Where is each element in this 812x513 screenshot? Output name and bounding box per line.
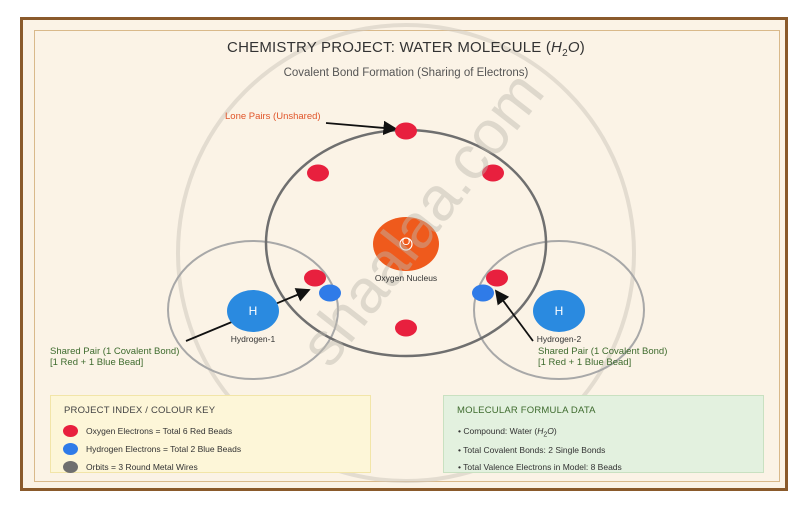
oxygen-symbol-ring [399, 237, 413, 251]
shared-pair-left-line1: Shared Pair (1 Covalent Bond) [50, 346, 180, 357]
hydrogen2-orbit [473, 240, 645, 380]
hydrogen2-nucleus [533, 290, 585, 332]
shared-pair-right-label: Shared Pair (1 Covalent Bond) [1 Red + 1… [538, 346, 667, 368]
key-text-orbits: Orbits = 3 Round Metal Wires [86, 462, 198, 472]
compound-row: • Compound: Water (H2O) [458, 426, 557, 439]
blue-bead-icon [63, 443, 78, 455]
shared-pair-left-label: Shared Pair (1 Covalent Bond) [1 Red + 1… [50, 346, 179, 368]
compound-prefix: • Compound: Water ( [458, 426, 538, 436]
title-formula-o: O [567, 39, 580, 56]
title-suffix: ) [579, 39, 585, 56]
key-text-hydrogen: Hydrogen Electrons = Total 2 Blue Beads [86, 444, 242, 454]
shared-pair-right-arrow [494, 289, 534, 342]
red-bead-icon [63, 425, 78, 437]
formula-data-panel: MOLECULAR FORMULA DATA • Compound: Water… [443, 395, 764, 473]
compound-h: H [537, 426, 544, 436]
hydrogen1-electron [319, 284, 341, 302]
hydrogen2-symbol: H [554, 304, 564, 318]
colour-key-title: PROJECT INDEX / COLOUR KEY [64, 405, 216, 416]
lone-pairs-label: Lone Pairs (Unshared) [225, 111, 321, 122]
key-row-orbits: Orbits = 3 Round Metal Wires [63, 460, 198, 474]
key-text-oxygen: Oxygen Electrons = Total 6 Red Beads [86, 426, 233, 436]
valence-row: • Total Valence Electrons in Model: 8 Be… [458, 462, 622, 472]
title-prefix: CHEMISTRY PROJECT: WATER MOLECULE ( [227, 39, 552, 56]
watermark-ring [176, 23, 636, 483]
formula-data-title: MOLECULAR FORMULA DATA [457, 405, 596, 416]
page-subtitle: Covalent Bond Formation (Sharing of Elec… [283, 67, 529, 79]
shared-pair-right-line1: Shared Pair (1 Covalent Bond) [538, 346, 668, 357]
grey-wire-icon [63, 461, 78, 473]
compound-o: O [547, 426, 554, 436]
oxygen-nucleus [373, 217, 439, 271]
key-row-oxygen: Oxygen Electrons = Total 6 Red Beads [63, 424, 232, 438]
page-title: CHEMISTRY PROJECT: WATER MOLECULE (H2O) [0, 39, 812, 59]
oxygen-nucleus-label: Oxygen Nucleus [374, 273, 438, 283]
watermark-text: shaalaa.com [287, 59, 558, 379]
oxygen-electron-bond-left [304, 269, 326, 287]
oxygen-electron-bond-right [486, 269, 508, 287]
oxygen-symbol: O [401, 236, 411, 248]
oxygen-electron-upper-right [482, 164, 504, 182]
shared-pair-left-line2: [1 Red + 1 Blue Bead] [50, 357, 144, 368]
hydrogen2-electron [472, 284, 494, 302]
oxygen-electron-bottom [395, 319, 417, 337]
lone-pairs-arrow [325, 120, 398, 136]
bonds-row: • Total Covalent Bonds: 2 Single Bonds [458, 445, 606, 455]
hydrogen1-nucleus [227, 290, 279, 332]
compound-suffix: ) [553, 426, 557, 436]
hydrogen1-symbol: H [248, 304, 258, 318]
shared-pair-right-line2: [1 Red + 1 Blue Bead] [538, 357, 632, 368]
title-formula-sub: 2 [562, 48, 568, 59]
colour-key-panel: PROJECT INDEX / COLOUR KEY Oxygen Electr… [50, 395, 371, 473]
key-row-hydrogen: Hydrogen Electrons = Total 2 Blue Beads [63, 442, 241, 456]
title-formula-h: H [551, 39, 563, 56]
hydrogen2-label: Hydrogen-2 [536, 334, 582, 344]
hydrogen1-label: Hydrogen-1 [230, 334, 276, 344]
hydrogen1-orbit [167, 240, 339, 380]
oxygen-electron-top [395, 122, 417, 140]
compound-sub: 2 [543, 431, 548, 439]
oxygen-electron-upper-left [307, 164, 329, 182]
